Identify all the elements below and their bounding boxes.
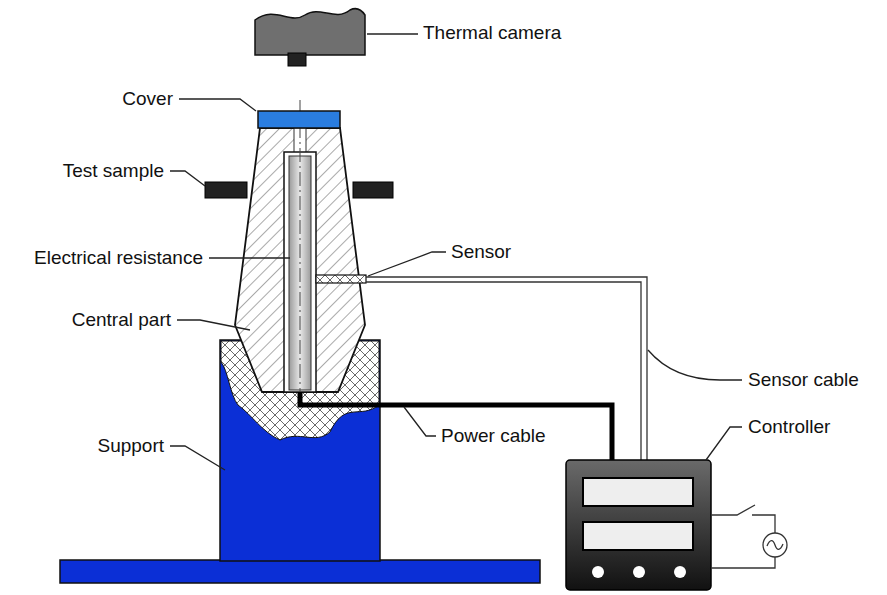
knob xyxy=(633,566,645,578)
leader-line xyxy=(368,252,446,276)
knob xyxy=(592,566,604,578)
leader-line xyxy=(367,33,418,34)
ac-symbol xyxy=(767,541,783,550)
leader-line xyxy=(404,407,436,436)
thermal-camera xyxy=(255,9,365,55)
part-label: Central part xyxy=(72,309,171,331)
sensor-probe xyxy=(316,275,366,283)
leader-line xyxy=(179,99,256,111)
display-upper xyxy=(583,478,693,506)
camera-lens xyxy=(288,53,306,66)
part-label: Thermal camera xyxy=(423,22,561,44)
sensor-cable-a xyxy=(366,277,647,462)
part-label: Sensor xyxy=(451,241,511,263)
test-sample-left xyxy=(205,182,247,198)
base-plate xyxy=(60,560,540,583)
leader-line xyxy=(177,320,250,330)
supply-wire xyxy=(711,557,775,568)
part-label: Power cable xyxy=(441,425,546,447)
center-line xyxy=(300,100,301,395)
sensor-cable-b xyxy=(366,282,641,462)
leader-line xyxy=(170,171,205,186)
cover-plate xyxy=(258,111,340,128)
display-lower xyxy=(583,522,693,550)
ac-source xyxy=(763,533,787,557)
knob xyxy=(674,566,686,578)
part-label: Controller xyxy=(748,416,830,438)
leader-line xyxy=(648,350,742,380)
part-label: Test sample xyxy=(63,160,164,182)
part-label: Electrical resistance xyxy=(34,247,203,269)
part-label: Cover xyxy=(122,88,173,110)
test-sample-right xyxy=(353,182,393,198)
leader-line xyxy=(706,427,742,460)
leader-lines xyxy=(170,34,742,470)
leader-line xyxy=(209,257,290,258)
power-cable xyxy=(300,392,612,462)
part-label: Sensor cable xyxy=(748,369,859,391)
part-label: Support xyxy=(97,435,164,457)
controller-box xyxy=(566,460,711,590)
leader-line xyxy=(170,446,225,470)
switch-wire xyxy=(711,505,775,533)
